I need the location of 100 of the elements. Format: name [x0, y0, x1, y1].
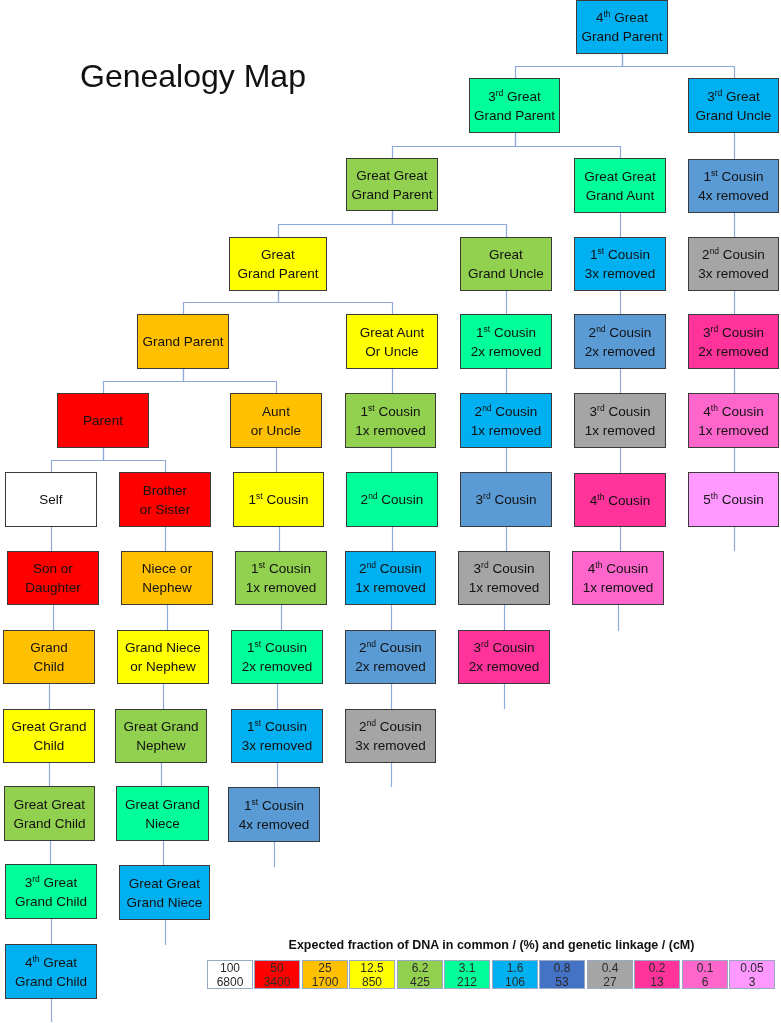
relationship-box: 2$^{nd}$ Cousin — [346, 472, 438, 527]
connector-line — [733, 447, 736, 473]
connector-line — [276, 762, 279, 788]
relationship-box: 1$^{st}$ Cousin 3x removed — [574, 237, 666, 291]
connector-line — [166, 604, 169, 631]
connector-line — [48, 762, 51, 787]
connector-line — [619, 447, 622, 474]
connector-line — [50, 998, 53, 1023]
relationship-box: Great Great Grand Niece — [119, 865, 210, 920]
relationship-box: Great Great Grand Aunt — [574, 158, 666, 213]
legend-swatch: 100 6800 — [207, 960, 253, 989]
legend-swatch: 0.4 27 — [587, 960, 633, 989]
relationship-box: 3$^{rd}$ Great Grand Child — [5, 864, 97, 919]
legend-swatch: 6.2 425 — [397, 960, 443, 989]
connector-line — [50, 918, 53, 945]
legend-swatch: 1.6 106 — [492, 960, 538, 989]
connector-line — [390, 447, 393, 473]
relationship-box: Grand Child — [3, 630, 95, 684]
relationship-box: 3$^{rd}$ Great Grand Parent — [469, 78, 560, 133]
relationship-box: 2$^{nd}$ Cousin 1x removed — [460, 393, 552, 448]
relationship-box: 3$^{rd}$ Cousin 1x removed — [574, 393, 666, 448]
connector-line — [390, 762, 393, 788]
connector-line — [280, 604, 283, 631]
connector-line — [273, 841, 276, 868]
legend-swatch: 0.2 13 — [634, 960, 680, 989]
legend-swatch: 25 1700 — [302, 960, 348, 989]
relationship-box: Son or Daughter — [7, 551, 99, 605]
relationship-box: 2$^{nd}$ Cousin 3x removed — [345, 709, 436, 763]
relationship-box: 1$^{st}$ Cousin 2x removed — [460, 314, 552, 369]
connector-line — [514, 132, 622, 159]
relationship-box: 1$^{st}$ Cousin 4x removed — [228, 787, 320, 842]
connector-line — [503, 683, 506, 710]
connector-line — [277, 290, 394, 315]
connector-line — [733, 290, 736, 315]
connector-line — [619, 212, 622, 238]
legend-swatch: 0.1 6 — [682, 960, 728, 989]
relationship-box: Aunt or Uncle — [230, 393, 322, 448]
relationship-box: Great Aunt Or Uncle — [346, 314, 438, 369]
connector-line — [733, 368, 736, 394]
connector-line — [505, 290, 508, 315]
connector-line — [505, 368, 508, 394]
relationship-box: Great Grand Parent — [229, 237, 327, 291]
relationship-box: Niece or Nephew — [121, 551, 213, 605]
relationship-box: Great Great Grand Child — [4, 786, 95, 841]
connector-line — [182, 368, 278, 394]
connector-line — [505, 526, 508, 552]
connector-line — [617, 604, 620, 632]
relationship-box: Grand Parent — [137, 314, 229, 369]
legend-swatch: 0.8 53 — [539, 960, 585, 989]
connector-line — [164, 526, 167, 552]
connector-line — [102, 447, 167, 473]
legend-swatch: 3.1 212 — [444, 960, 490, 989]
connector-line — [48, 683, 51, 710]
relationship-box: 2$^{nd}$ Cousin 1x removed — [345, 551, 436, 605]
connector-line — [391, 210, 508, 238]
connector-line — [162, 683, 165, 710]
relationship-box: 1$^{st}$ Cousin — [233, 472, 324, 527]
connector-line — [275, 447, 278, 473]
relationship-box: 4$^{th}$ Cousin 1x removed — [572, 551, 664, 605]
relationship-box: 3$^{rd}$ Cousin 2x removed — [458, 630, 550, 684]
connector-line — [390, 683, 393, 710]
relationship-box: 1$^{st}$ Cousin 4x removed — [688, 159, 779, 213]
relationship-box: 2$^{nd}$ Cousin 2x removed — [574, 314, 666, 369]
relationship-box: Great Grand Nephew — [115, 709, 207, 763]
connector-line — [619, 290, 622, 315]
connector-line — [49, 840, 52, 865]
connector-line — [733, 132, 736, 160]
relationship-box: Grand Niece or Nephew — [117, 630, 209, 684]
relationship-box: 1$^{st}$ Cousin 1x removed — [345, 393, 436, 448]
relationship-box: Brother or Sister — [119, 472, 211, 527]
relationship-box: 2$^{nd}$ Cousin 2x removed — [345, 630, 436, 684]
relationship-box: Self — [5, 472, 97, 527]
connector-line — [278, 526, 281, 552]
connector-line — [733, 526, 736, 552]
relationship-box: 4$^{th}$ Great Grand Parent — [576, 0, 668, 54]
connector-line — [160, 762, 163, 787]
connector-line — [733, 212, 736, 238]
relationship-box: 3$^{rd}$ Cousin 1x removed — [458, 551, 550, 605]
connector-line — [52, 604, 55, 631]
relationship-box: 1$^{st}$ Cousin 2x removed — [231, 630, 323, 684]
connector-line — [505, 447, 508, 473]
relationship-box: 4$^{th}$ Cousin — [574, 473, 666, 527]
connector-line — [390, 604, 393, 631]
relationship-box: 4$^{th}$ Great Grand Child — [5, 944, 97, 999]
relationship-box: 3$^{rd}$ Cousin 2x removed — [688, 314, 779, 369]
legend-swatch: 0.05 3 — [729, 960, 775, 989]
legend-title: Expected fraction of DNA in common / (%) and genetic linkage / (cM) — [287, 937, 696, 954]
connector-line — [619, 368, 622, 394]
relationship-box: 3$^{rd}$ Great Grand Uncle — [688, 78, 779, 133]
connector-line — [391, 368, 394, 394]
connector-line — [276, 683, 279, 710]
connector-line — [503, 604, 506, 631]
relationship-box: 4$^{th}$ Cousin 1x removed — [688, 393, 779, 448]
connector-line — [164, 919, 167, 946]
legend-swatch: 50 3400 — [254, 960, 300, 989]
relationship-box: 1$^{st}$ Cousin 3x removed — [231, 709, 323, 763]
connector-line — [621, 53, 736, 79]
diagram-title: Genealogy Map — [80, 57, 306, 96]
relationship-box: 3$^{rd}$ Cousin — [460, 472, 552, 527]
relationship-box: 1$^{st}$ Cousin 1x removed — [235, 551, 327, 605]
